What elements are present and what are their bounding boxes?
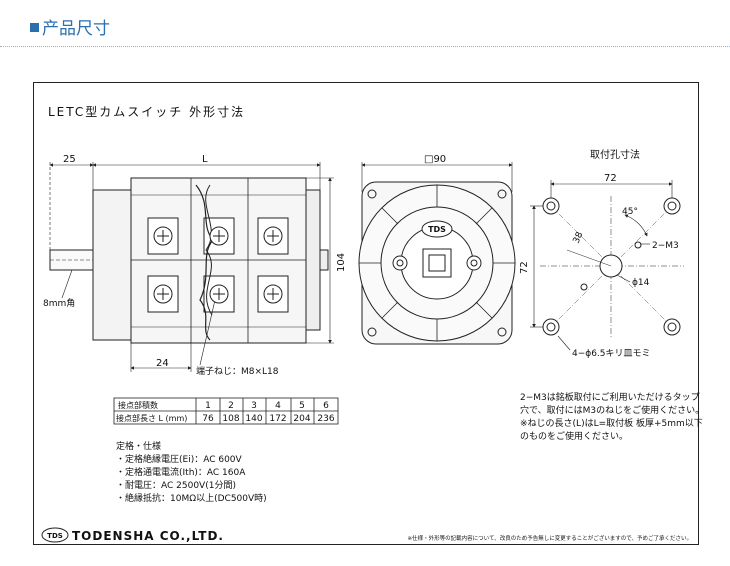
mount-m3-label: 2−M3: [652, 241, 679, 251]
dim-25-label: 25: [63, 154, 76, 165]
note-line: ※ねじの長さ(L)はL=取付板 板厚+5mm以下: [520, 417, 703, 429]
table-cell: 76: [202, 414, 214, 424]
mount-72-top-label: 72: [604, 173, 617, 184]
drawing-frame: [33, 82, 699, 545]
spec-line: ・定格絶縁電圧(Ei)：AC 600V: [116, 453, 243, 465]
table-row1-label: 接点部積数: [118, 400, 158, 410]
length-table: [113, 397, 339, 425]
disclaimer: ※仕様・外形等の記載内容について、改良のため予告無しに変更することがございますの…: [408, 534, 692, 542]
note-line: 2−M3は銘板取付にご利用いただけるタップ: [520, 391, 700, 403]
mount-38-label: 38: [572, 230, 586, 245]
spec-line: ・定格通電電流(Ith)：AC 160A: [116, 466, 246, 478]
mount-holes-label: 4−ϕ6.5キリ皿モミ: [572, 349, 651, 359]
dim-L-label: L: [202, 154, 208, 165]
dim-8mm-label: 8mm角: [43, 297, 75, 309]
table-cell: 1: [205, 401, 211, 411]
table-cell: 236: [317, 414, 334, 424]
dim-104-label: 104: [336, 253, 347, 272]
mount-title: 取付孔寸法: [590, 148, 640, 161]
table-cell: 140: [245, 414, 262, 424]
header-square-icon: [30, 23, 39, 32]
brand-badge: TDS: [428, 225, 446, 234]
company-name: TODENSHA CO.,LTD.: [72, 529, 224, 543]
terminal-screw-icon: [153, 226, 283, 304]
drawing-title: LETC型カムスイッチ 外形寸法: [48, 105, 245, 119]
note-line: 穴で、取付にはM3のねじをご使用ください。: [520, 404, 704, 416]
mount-72-side-label: 72: [519, 261, 530, 274]
terminal-screw-label: 端子ねじ：M8×L18: [196, 365, 279, 377]
footer-logo-icon: [41, 527, 69, 543]
table-row2-label: 接点部長さ L (mm): [116, 413, 187, 423]
table-cell: 108: [222, 414, 239, 424]
mount-45-label: 45°: [622, 207, 638, 217]
table-cells: 1 2 3 4 5 6 76 108 140 172 204 236: [202, 401, 335, 424]
side-view: [49, 162, 334, 372]
table-cell: 4: [275, 401, 281, 411]
table-cell: 3: [251, 401, 257, 411]
table-cell: 5: [299, 401, 305, 411]
table-cell: 6: [323, 401, 329, 411]
specs-title: 定格・仕様: [116, 440, 161, 452]
table-cell: 2: [228, 401, 234, 411]
front-view: [358, 162, 516, 345]
specs-block: 定格・仕様 ・定格絶縁電圧(Ei)：AC 600V ・定格通電電流(Ith)：A…: [116, 440, 267, 504]
note-line: のものをご使用ください。: [520, 430, 628, 442]
section-header: 产品尺寸: [30, 14, 110, 39]
dim-24-label: 24: [156, 358, 169, 369]
tds-logo-icon: [421, 220, 453, 238]
mounting-view: [530, 180, 684, 351]
header-divider: [0, 46, 730, 47]
dim-90-label: □90: [424, 154, 446, 165]
mount-notes: 2−M3は銘板取付にご利用いただけるタップ 穴で、取付にはM3のねじをご使用くだ…: [520, 391, 704, 442]
table-cell: 172: [269, 414, 286, 424]
footer-logo: TDS: [47, 532, 63, 540]
spec-line: ・絶縁抵抗：10MΩ以上(DC500V時): [116, 492, 267, 504]
section-title: 产品尺寸: [42, 19, 110, 39]
spec-line: ・耐電圧：AC 2500V(1分間): [116, 479, 236, 491]
mount-phi14-label: ϕ14: [632, 278, 650, 288]
table-cell: 204: [293, 414, 310, 424]
